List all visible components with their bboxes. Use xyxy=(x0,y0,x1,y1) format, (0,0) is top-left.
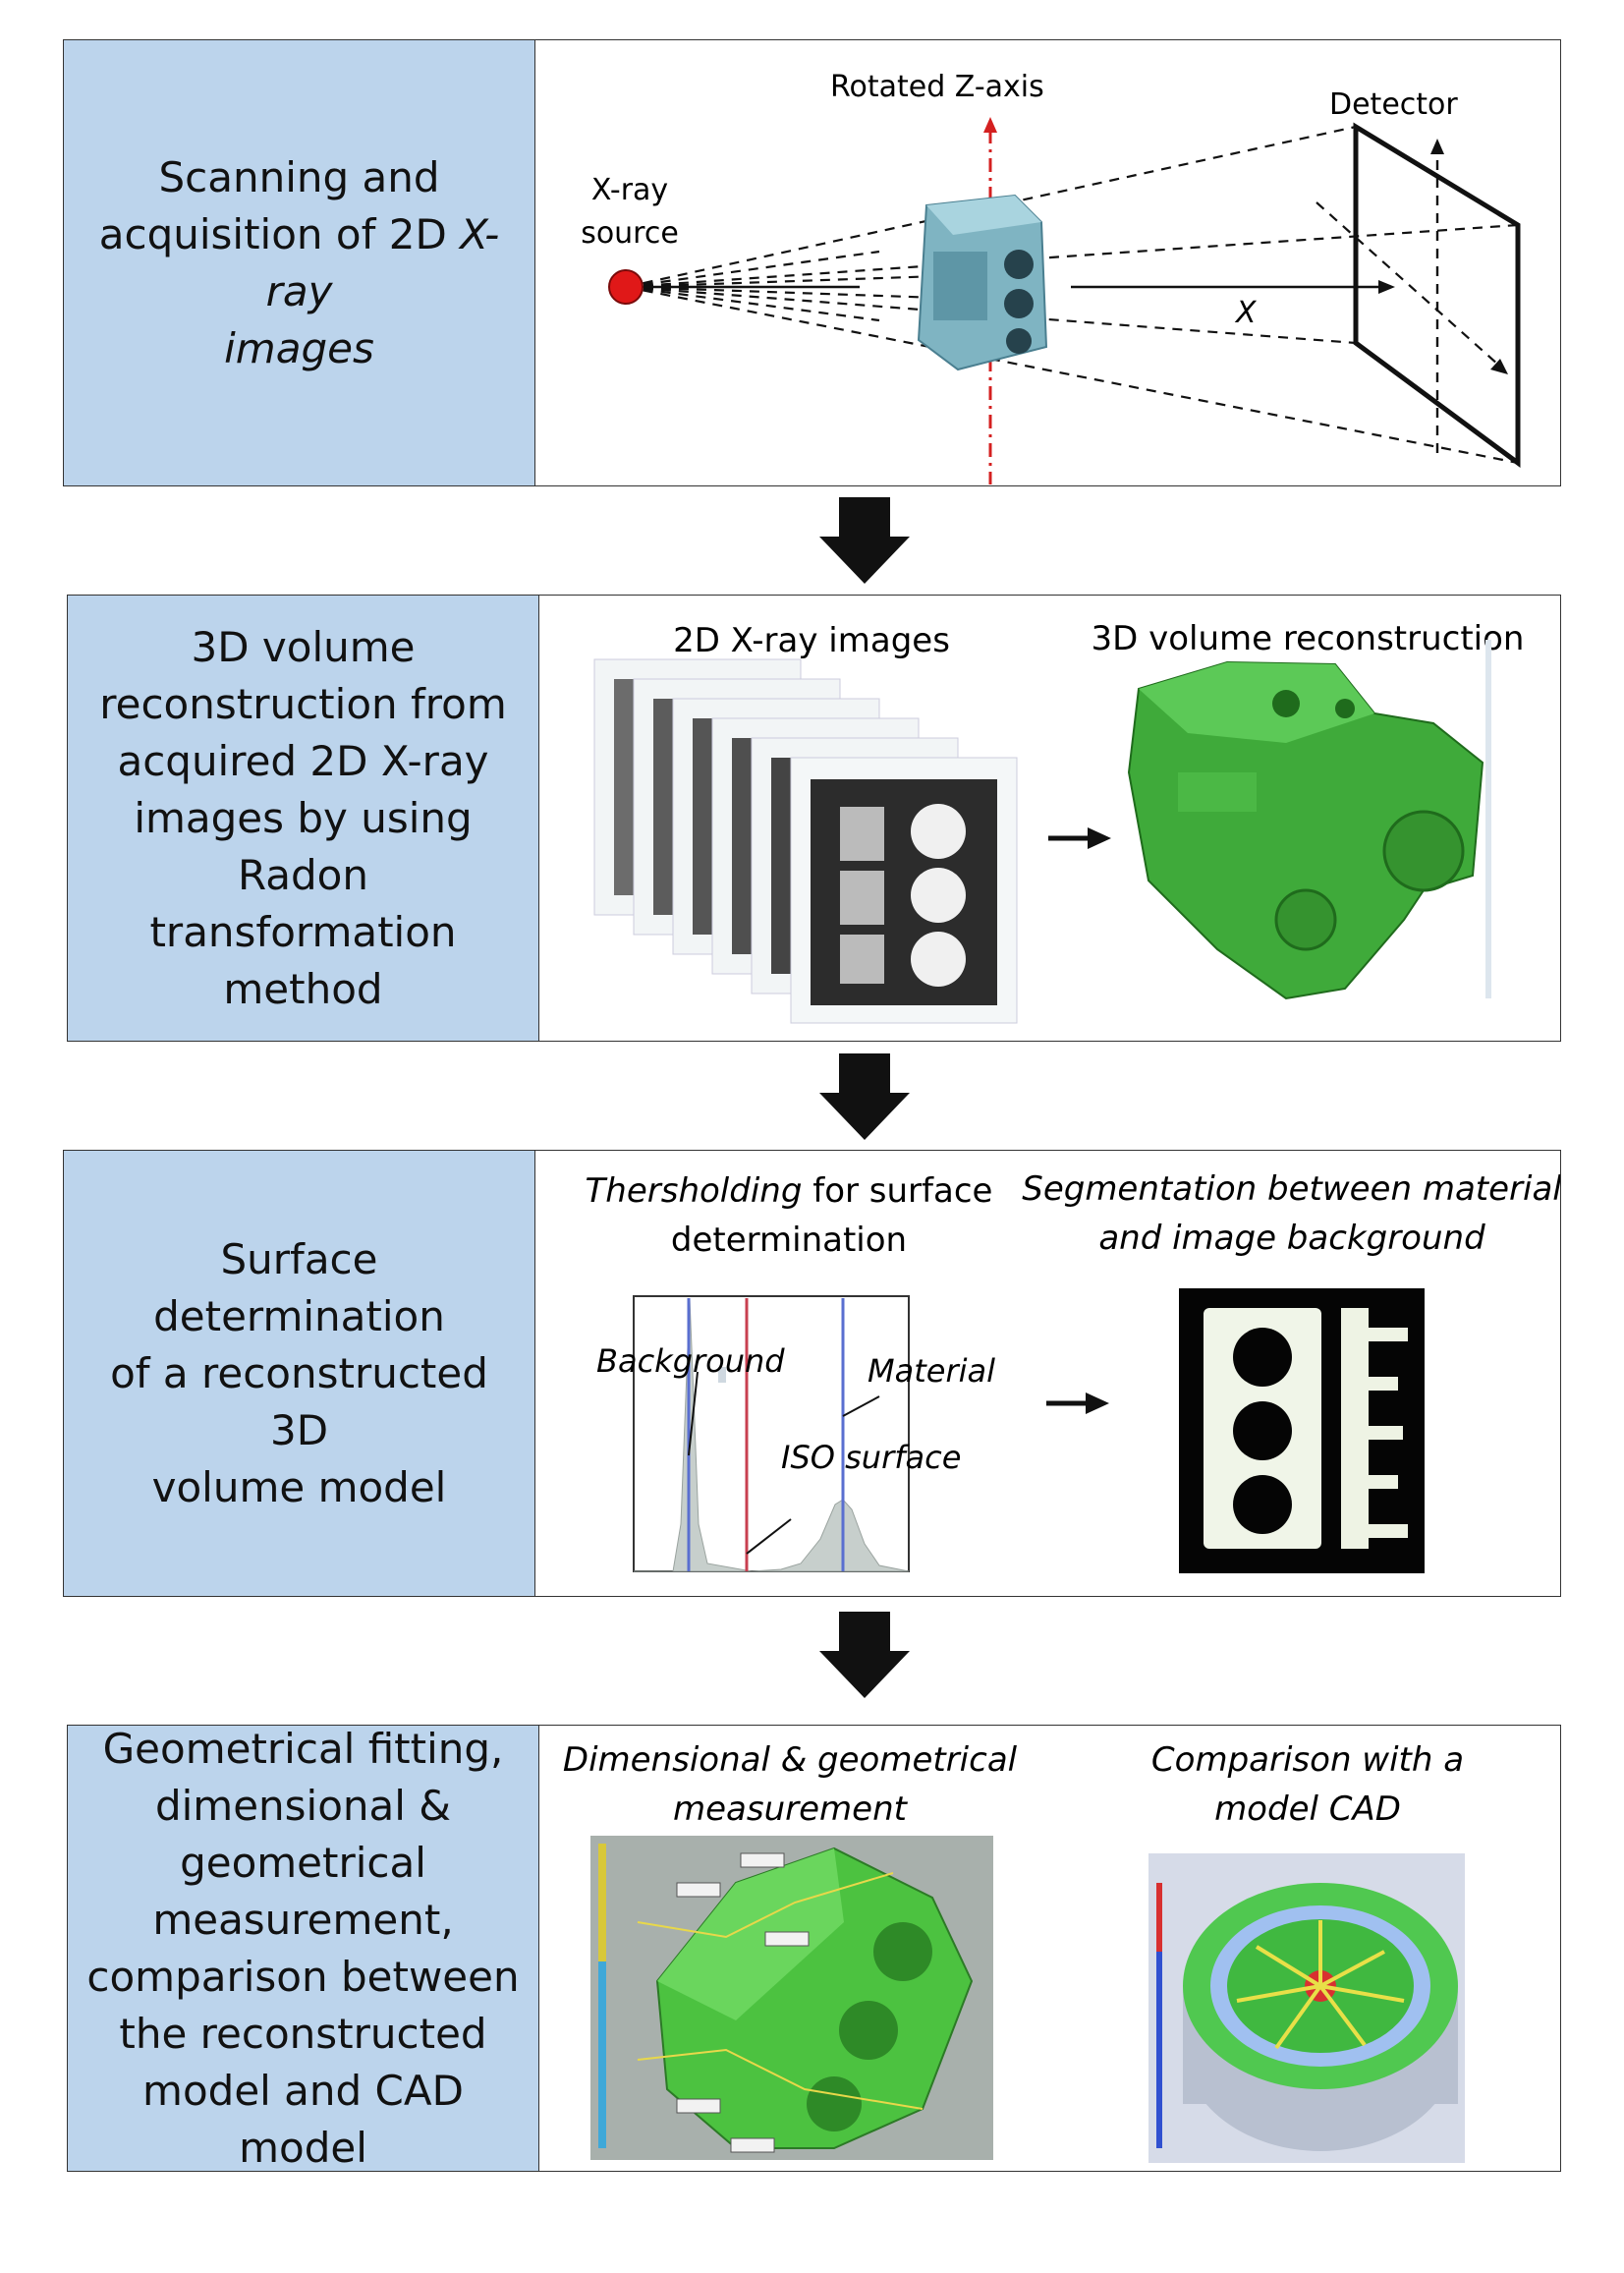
source-label: X-ray xyxy=(591,173,668,207)
step-label: Scanning and acquisition of 2D X-ray ima… xyxy=(64,40,535,485)
flow-arrow-icon xyxy=(819,497,910,584)
recon-panel: 2D X-ray images 3D volume reconstruction xyxy=(539,596,1560,1041)
comparison-caption: model CAD xyxy=(1214,1790,1401,1829)
label-line: reconstruction from xyxy=(99,679,507,728)
flow-arrow-icon xyxy=(819,1053,910,1140)
segmentation-caption: Segmentation between material xyxy=(1022,1169,1560,1209)
comparison-caption: Comparison with a xyxy=(1151,1740,1464,1780)
label-line: images xyxy=(224,323,374,372)
xray-images-caption: 2D X-ray images xyxy=(673,621,950,660)
label-text: acquisition of 2D xyxy=(98,209,461,258)
step-label: Surface determination of a reconstructed… xyxy=(64,1151,535,1596)
label-line: the reconstructed xyxy=(119,2009,487,2058)
label-line: volume model xyxy=(151,1462,447,1511)
threshold-caption: determination xyxy=(671,1221,907,1260)
surface-panel: Thersholding for surface determination S… xyxy=(535,1151,1562,1596)
source-label: source xyxy=(581,216,679,251)
label-line: acquired 2D X-ray xyxy=(117,736,489,785)
xray-source-icon xyxy=(608,269,644,305)
step-reconstruction: 3D volume reconstruction from acquired 2… xyxy=(67,595,1561,1042)
histogram-chart xyxy=(633,1295,910,1572)
engine-block-icon xyxy=(917,194,1048,371)
measure-panel: Dimensional & geometrical measurement Co… xyxy=(539,1726,1560,2171)
threshold-caption: Thersholding for surface xyxy=(586,1171,993,1211)
step-label: Geometrical fitting, dimensional & geome… xyxy=(68,1725,539,2172)
label-line: model and CAD model xyxy=(142,2066,464,2172)
flow-arrow-icon xyxy=(819,1612,910,1698)
label-line: geometrical xyxy=(180,1838,426,1887)
step-scanning: Scanning and acquisition of 2D X-ray ima… xyxy=(63,39,1561,514)
label-line: comparison between xyxy=(86,1952,520,2001)
material-label: Material xyxy=(868,1352,995,1390)
segmentation-image xyxy=(1179,1288,1425,1573)
label-line: images by using Radon xyxy=(134,793,473,899)
volume-caption: 3D volume reconstruction xyxy=(1092,619,1525,658)
segmentation-caption: and image background xyxy=(1098,1219,1485,1258)
label-line: transformation method xyxy=(149,907,457,1013)
label-line: Geometrical fitting, xyxy=(102,1724,504,1773)
caption-rest: for surface xyxy=(802,1171,992,1211)
measurement-image xyxy=(590,1836,993,2160)
xray-stack-icon xyxy=(593,658,1018,1024)
label-line: Scanning and xyxy=(158,152,440,201)
measure-diagram: Dimensional & geometrical measurement Co… xyxy=(563,1740,1465,2163)
label-line: acquisition of 2D X-ray xyxy=(76,206,523,320)
detector-label: Detector xyxy=(1329,87,1458,122)
scan-diagram: Rotated Z-axis Detector X-ray source X xyxy=(581,70,1521,514)
background-label: Background xyxy=(596,1342,785,1380)
scan-panel: Rotated Z-axis Detector X-ray source X xyxy=(535,40,1560,514)
volume-model-icon xyxy=(1127,660,1484,1000)
label-line: 3D volume xyxy=(191,622,416,671)
dimensional-caption: Dimensional & geometrical xyxy=(563,1740,1018,1780)
label-line: of a reconstructed 3D xyxy=(110,1348,488,1454)
z-axis-label: Rotated Z-axis xyxy=(830,70,1044,104)
step-label: 3D volume reconstruction from acquired 2… xyxy=(68,596,539,1041)
label-line: measurement, xyxy=(152,1895,454,1944)
recon-diagram: 2D X-ray images 3D volume reconstruction xyxy=(593,619,1525,1024)
label-line: dimensional & xyxy=(154,1781,452,1830)
label-line: Surface determination xyxy=(153,1234,445,1340)
caption-italic: Thersholding xyxy=(586,1171,803,1211)
cad-comparison-image xyxy=(1148,1853,1465,2163)
step-surface: Surface determination of a reconstructed… xyxy=(63,1150,1562,1597)
iso-label: ISO surface xyxy=(781,1439,961,1476)
dimensional-caption: measurement xyxy=(673,1790,909,1829)
label-text: X-ray xyxy=(265,209,500,315)
surface-diagram: Thersholding for surface determination S… xyxy=(586,1169,1562,1573)
step-measurement: Geometrical fitting, dimensional & geome… xyxy=(67,1725,1561,2172)
x-axis-label: X xyxy=(1234,296,1258,330)
